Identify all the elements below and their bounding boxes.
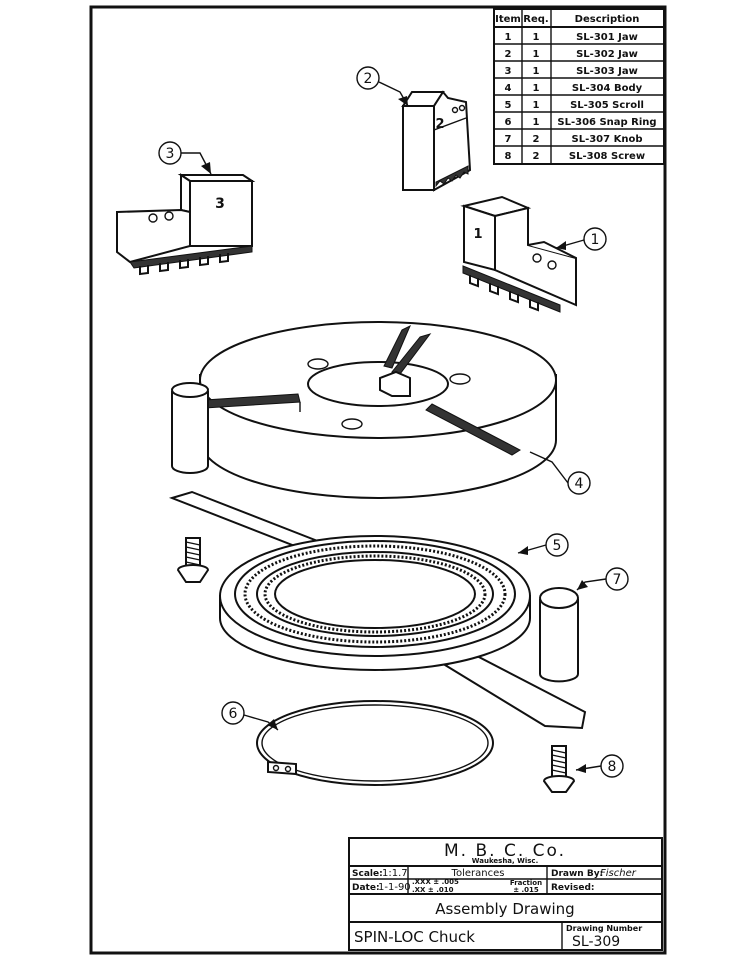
callout-1-label: 1 [591, 232, 600, 248]
scroll-plate [168, 490, 587, 730]
drawing-number: SL-309 [572, 934, 620, 950]
date-label: Date: [352, 883, 380, 893]
scale-value: 1:1.7 [382, 868, 408, 879]
jaw-1: 1 [460, 195, 577, 313]
callout-7-label: 7 [613, 572, 622, 588]
row-description: SL-304 Body [572, 83, 643, 94]
parts-list-table: Item Req. Description 1 1 SL-301 Jaw 2 1… [493, 8, 665, 165]
callout-8: 8 [575, 754, 624, 778]
row-description: SL-307 Knob [572, 134, 643, 145]
row-item: 4 [505, 83, 512, 94]
row-item: 3 [505, 66, 512, 77]
row-description: SL-308 Screw [569, 151, 645, 162]
row-req: 2 [533, 134, 540, 145]
row-item: 8 [505, 151, 512, 162]
snap-ring [256, 700, 494, 786]
date-value: 1-1-90 [378, 882, 411, 893]
row-description: SL-302 Jaw [576, 49, 638, 60]
callout-5: 5 [517, 533, 569, 557]
row-req: 1 [533, 49, 540, 60]
header-description: Description [575, 14, 640, 25]
callout-4: 4 [529, 451, 591, 495]
drawn-by-value: Fischer [600, 868, 637, 879]
callout-6-label: 6 [229, 706, 238, 722]
fraction-tolerance: ± .015 [513, 886, 539, 894]
knob-right [539, 587, 579, 683]
callout-6: 6 [221, 701, 279, 731]
chuck-body [171, 321, 557, 499]
row-req: 1 [533, 66, 540, 77]
row-description: SL-306 Snap Ring [557, 117, 656, 128]
callout-7: 7 [576, 567, 629, 591]
row-description: SL-301 Jaw [576, 32, 638, 43]
callout-3-label: 3 [166, 146, 175, 162]
header-req: Req. [523, 14, 548, 25]
row-req: 2 [533, 151, 540, 162]
callout-4-label: 4 [575, 476, 584, 492]
screw-right [542, 745, 576, 793]
callout-5-label: 5 [553, 538, 562, 554]
row-item: 1 [505, 32, 512, 43]
company-location: Waukesha, Wisc. [472, 857, 538, 865]
part-name: SPIN-LOC Chuck [354, 928, 475, 946]
tolerance-xx: .XX ± .010 [412, 886, 454, 894]
row-item: 7 [505, 134, 512, 145]
row-description: SL-303 Jaw [576, 66, 638, 77]
jaw-2-mark: 2 [435, 117, 444, 132]
row-req: 1 [533, 100, 540, 111]
callouts: 1 2 3 4 5 6 [158, 66, 629, 778]
title-block: M. B. C. Co. Waukesha, Wisc. Scale: 1:1.… [348, 837, 663, 951]
drawing-border [89, 5, 667, 955]
revised-label: Revised: [551, 883, 595, 893]
company-name: M. B. C. Co. [444, 841, 566, 861]
fraction-label: Fraction [510, 879, 542, 887]
scale-label: Scale: [352, 869, 383, 879]
tolerance-xxx: .XXX ± .005 [412, 878, 459, 886]
row-req: 1 [533, 117, 540, 128]
drawing-number-label: Drawing Number [566, 924, 642, 933]
screw-left [176, 537, 210, 583]
row-item: 6 [505, 117, 512, 128]
row-item: 5 [505, 100, 512, 111]
header-item: Item [495, 14, 521, 25]
row-item: 2 [505, 49, 512, 60]
callout-2: 2 [356, 66, 409, 107]
jaw-1-mark: 1 [473, 227, 482, 242]
tolerances-label: Tolerances [451, 868, 505, 879]
drawing-type: Assembly Drawing [435, 900, 574, 918]
drawn-by-label: Drawn By: [551, 869, 603, 879]
callout-1: 1 [555, 227, 607, 251]
jaw-3-mark: 3 [215, 196, 225, 212]
row-req: 1 [533, 83, 540, 94]
callout-8-label: 8 [608, 759, 617, 775]
row-description: SL-305 Scroll [570, 100, 644, 111]
jaw-2: 2 [401, 90, 472, 192]
jaw-3: 3 [116, 173, 256, 276]
row-req: 1 [533, 32, 540, 43]
callout-2-label: 2 [364, 71, 373, 87]
callout-3: 3 [158, 141, 212, 175]
